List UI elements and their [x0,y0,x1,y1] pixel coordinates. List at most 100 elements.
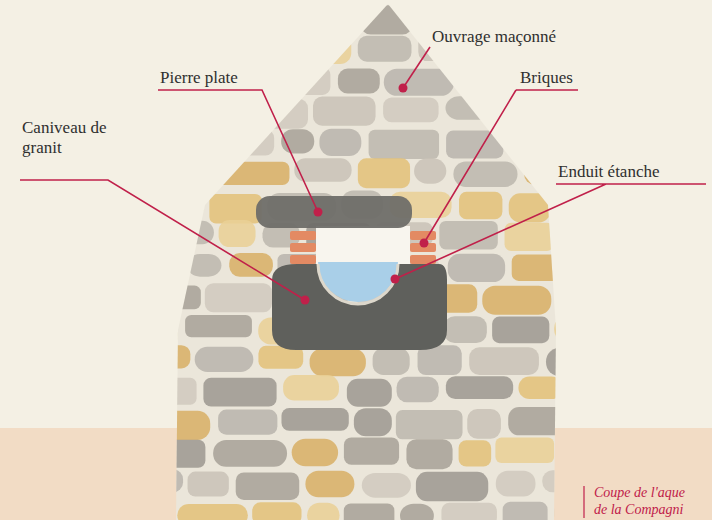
figure-caption: Coupe de l'aque de la Compagni [594,484,698,518]
stone [289,67,331,95]
part-label: Caniveau de granit [22,118,117,158]
stone [508,127,545,150]
part-label: Pierre plate [160,68,290,88]
stone [177,504,248,520]
stone [217,162,290,185]
stone [185,315,252,337]
caption-bar [583,486,584,518]
stone [312,5,354,30]
stone [203,378,276,407]
stone [441,503,496,520]
stone [319,129,361,156]
stone [156,440,205,468]
part-label: Briques [520,68,630,88]
stone [152,411,210,440]
stone [467,409,501,439]
stone [508,407,570,435]
stone [416,472,488,501]
stone [414,158,446,183]
stone [305,471,354,498]
stone [229,253,273,277]
stone [219,220,256,247]
stone [259,35,303,60]
stone [358,36,412,62]
cavity [316,226,410,264]
stone [495,438,554,463]
stone [446,376,513,399]
stone [236,472,300,499]
stone [482,286,551,315]
stone [151,469,183,492]
ground-right [548,428,712,520]
stone [209,194,261,224]
stone [518,376,562,399]
stone [354,408,392,436]
stone [396,410,463,439]
stone [281,408,348,431]
stone [496,471,536,497]
stone [313,97,376,126]
stone [561,222,614,251]
channel-core [256,196,447,350]
stone [459,440,492,466]
stone [241,4,305,32]
stone [139,317,178,346]
stone [459,192,502,219]
stone [397,377,439,403]
stone [307,503,340,520]
stone [512,255,562,281]
stone [492,317,549,344]
stone [154,286,200,310]
stone [549,130,587,154]
stone [503,502,548,520]
stone [165,3,236,27]
stone [400,504,434,520]
stone [207,37,253,64]
stone [344,437,399,464]
stone [559,287,625,315]
stone [384,69,454,96]
stone [148,34,201,59]
flat-stone [256,196,412,228]
stone [406,439,452,469]
ground-left [0,428,205,520]
stone [143,378,197,405]
stone [347,379,392,407]
stone [446,131,503,159]
stone [252,502,301,520]
stone [358,158,410,188]
stone [383,97,438,122]
waterproof-coating [318,264,398,304]
stone [220,129,274,155]
stone [205,283,272,312]
stone [502,96,571,125]
stone [338,69,380,94]
stone [554,317,591,342]
stone [139,254,179,282]
stone [469,347,539,375]
stone [283,375,339,401]
stone [546,348,586,376]
stone [153,345,190,368]
stone [240,99,308,129]
stone [213,440,287,467]
stone [448,254,505,282]
stone [188,472,229,497]
stone [292,439,338,467]
stone [144,221,214,244]
stone [137,504,169,520]
bricks [290,231,436,264]
leader-dots [301,84,429,305]
part-label: Enduit étanche [558,162,698,182]
stone [239,66,283,88]
stone [542,470,600,492]
stone [218,410,277,435]
stone [344,504,395,520]
stone [373,348,410,375]
stone [369,130,439,159]
stone [362,473,411,498]
stone [162,98,233,121]
stone [309,35,351,64]
leader-lines [20,47,706,300]
